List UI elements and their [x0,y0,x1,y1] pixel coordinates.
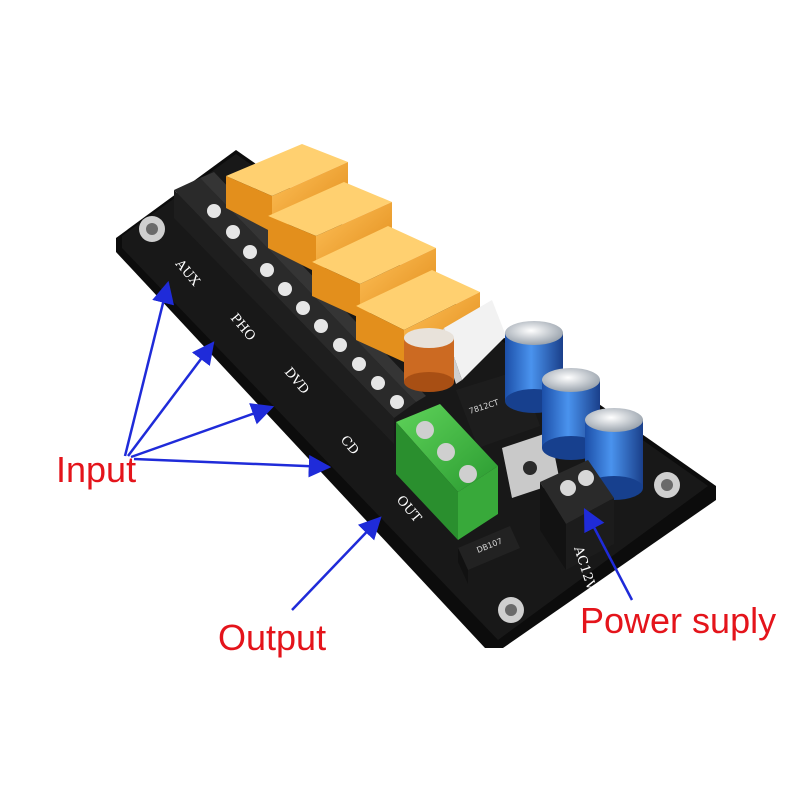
arrow-icon [123,280,634,611]
mounting-hole-icon [139,216,165,242]
rectifier-chip: DB107 [458,526,520,584]
mounting-hole-icon [498,597,524,623]
input-callout: Input [56,449,137,490]
capacitor-icon [404,328,454,392]
power-supply-callout: Power suply [580,600,777,641]
screw-terminal-icon [396,404,498,540]
screw-terminal-icon [207,204,404,409]
mounting-hole-icon [654,472,680,498]
output-callout: Output [218,617,327,658]
